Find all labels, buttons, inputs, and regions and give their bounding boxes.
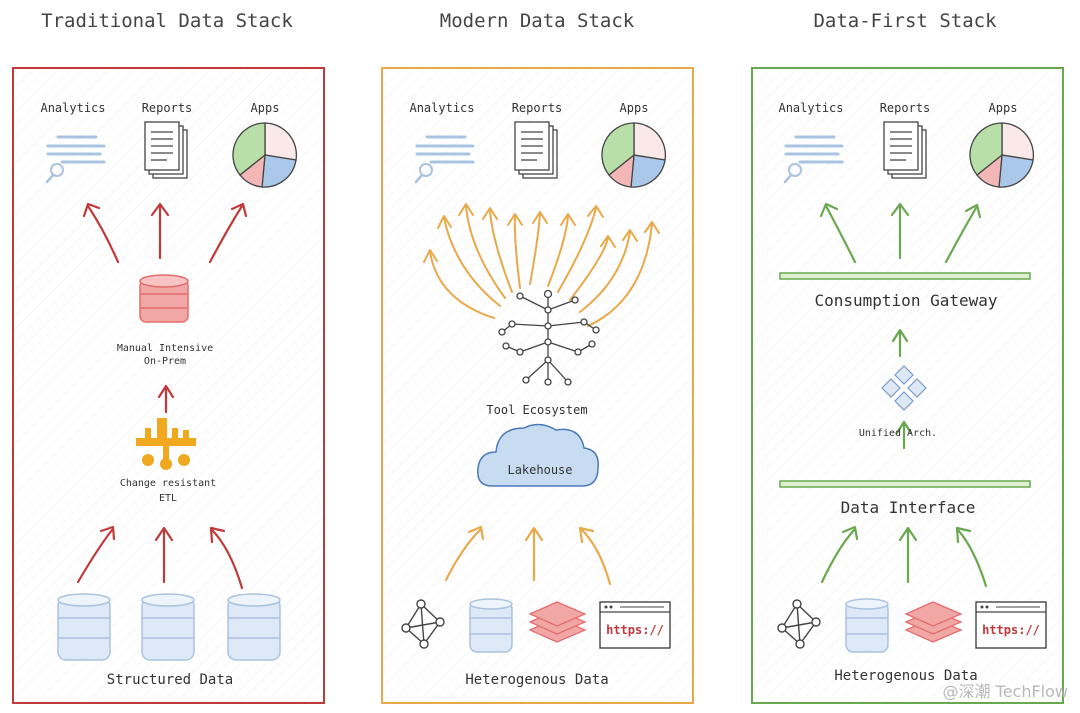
traditional-title: Traditional Data Stack	[41, 10, 293, 32]
database-icon	[57, 593, 111, 661]
reports-icon	[514, 121, 558, 179]
analytics-icon	[414, 135, 475, 184]
modern-heterogenous-label: Heterogenous Data	[465, 672, 608, 688]
browser-window-icon	[599, 601, 671, 649]
data-interface-bar	[779, 480, 1031, 488]
lakehouse-label: Lakehouse	[507, 463, 572, 477]
graph-triangle-icon	[401, 599, 445, 649]
traditional-arrows	[76, 202, 248, 590]
datafirst-reports-label: Reports	[880, 101, 931, 115]
traditional-top-row: Analytics Reports Apps	[40, 101, 298, 188]
apps-pie-icon	[232, 122, 298, 188]
unified-arch-diamond-icon	[881, 365, 927, 411]
etl-label-line1: Change resistant	[120, 478, 216, 489]
apps-pie-icon	[969, 122, 1035, 188]
layers-stack-icon	[904, 601, 963, 643]
onprem-database-icon	[139, 274, 189, 323]
modern-top-row: Analytics Reports Apps	[409, 101, 667, 188]
datafirst-heterogenous-label: Heterogenous Data	[834, 668, 977, 684]
structured-database-icons	[57, 593, 281, 661]
onprem-label-line1: Manual Intensive	[117, 343, 213, 354]
modern-title: Modern Data Stack	[440, 10, 635, 32]
database-icon	[227, 593, 281, 661]
modern-fan-arrows	[423, 203, 660, 327]
traditional-analytics-label: Analytics	[40, 101, 105, 115]
tool-ecosystem-network-icon	[498, 289, 600, 386]
consumption-gateway-label: Consumption Gateway	[814, 291, 997, 310]
datafirst-title: Data-First Stack	[813, 10, 997, 32]
graph-triangle-icon	[777, 599, 821, 649]
database-icon	[469, 598, 513, 653]
datafirst-analytics-label: Analytics	[778, 101, 843, 115]
tool-ecosystem-label: Tool Ecosystem	[486, 403, 587, 417]
reports-icon	[144, 121, 188, 179]
datafirst-arrows	[819, 202, 988, 588]
browser-window-icon	[975, 601, 1047, 649]
reports-icon	[883, 121, 927, 179]
watermark-text: @深潮 TechFlow	[943, 682, 1068, 701]
etl-icon	[136, 418, 196, 470]
onprem-label-line2: On-Prem	[144, 356, 186, 367]
modern-apps-label: Apps	[620, 101, 649, 115]
traditional-reports-label: Reports	[142, 101, 193, 115]
database-icon	[845, 598, 889, 653]
modern-bottom-arrows	[444, 525, 612, 586]
traditional-apps-label: Apps	[251, 101, 280, 115]
datafirst-url-text: https://	[982, 623, 1040, 637]
etl-label-line2: ETL	[159, 493, 177, 504]
unified-arch-label: Unified Arch.	[859, 428, 937, 439]
database-icon	[141, 593, 195, 661]
datafirst-apps-label: Apps	[989, 101, 1018, 115]
modern-reports-label: Reports	[512, 101, 563, 115]
modern-url-text: https://	[606, 623, 664, 637]
analytics-icon	[45, 135, 106, 184]
structured-data-label: Structured Data	[107, 672, 233, 688]
apps-pie-icon	[601, 122, 667, 188]
lakehouse-cloud-icon	[477, 423, 599, 487]
consumption-gateway-bar	[779, 272, 1031, 280]
modern-analytics-label: Analytics	[409, 101, 474, 115]
datafirst-top-row: Analytics Reports Apps	[778, 101, 1035, 188]
analytics-icon	[783, 135, 844, 184]
data-interface-label: Data Interface	[841, 498, 976, 517]
layers-stack-icon	[528, 601, 587, 643]
